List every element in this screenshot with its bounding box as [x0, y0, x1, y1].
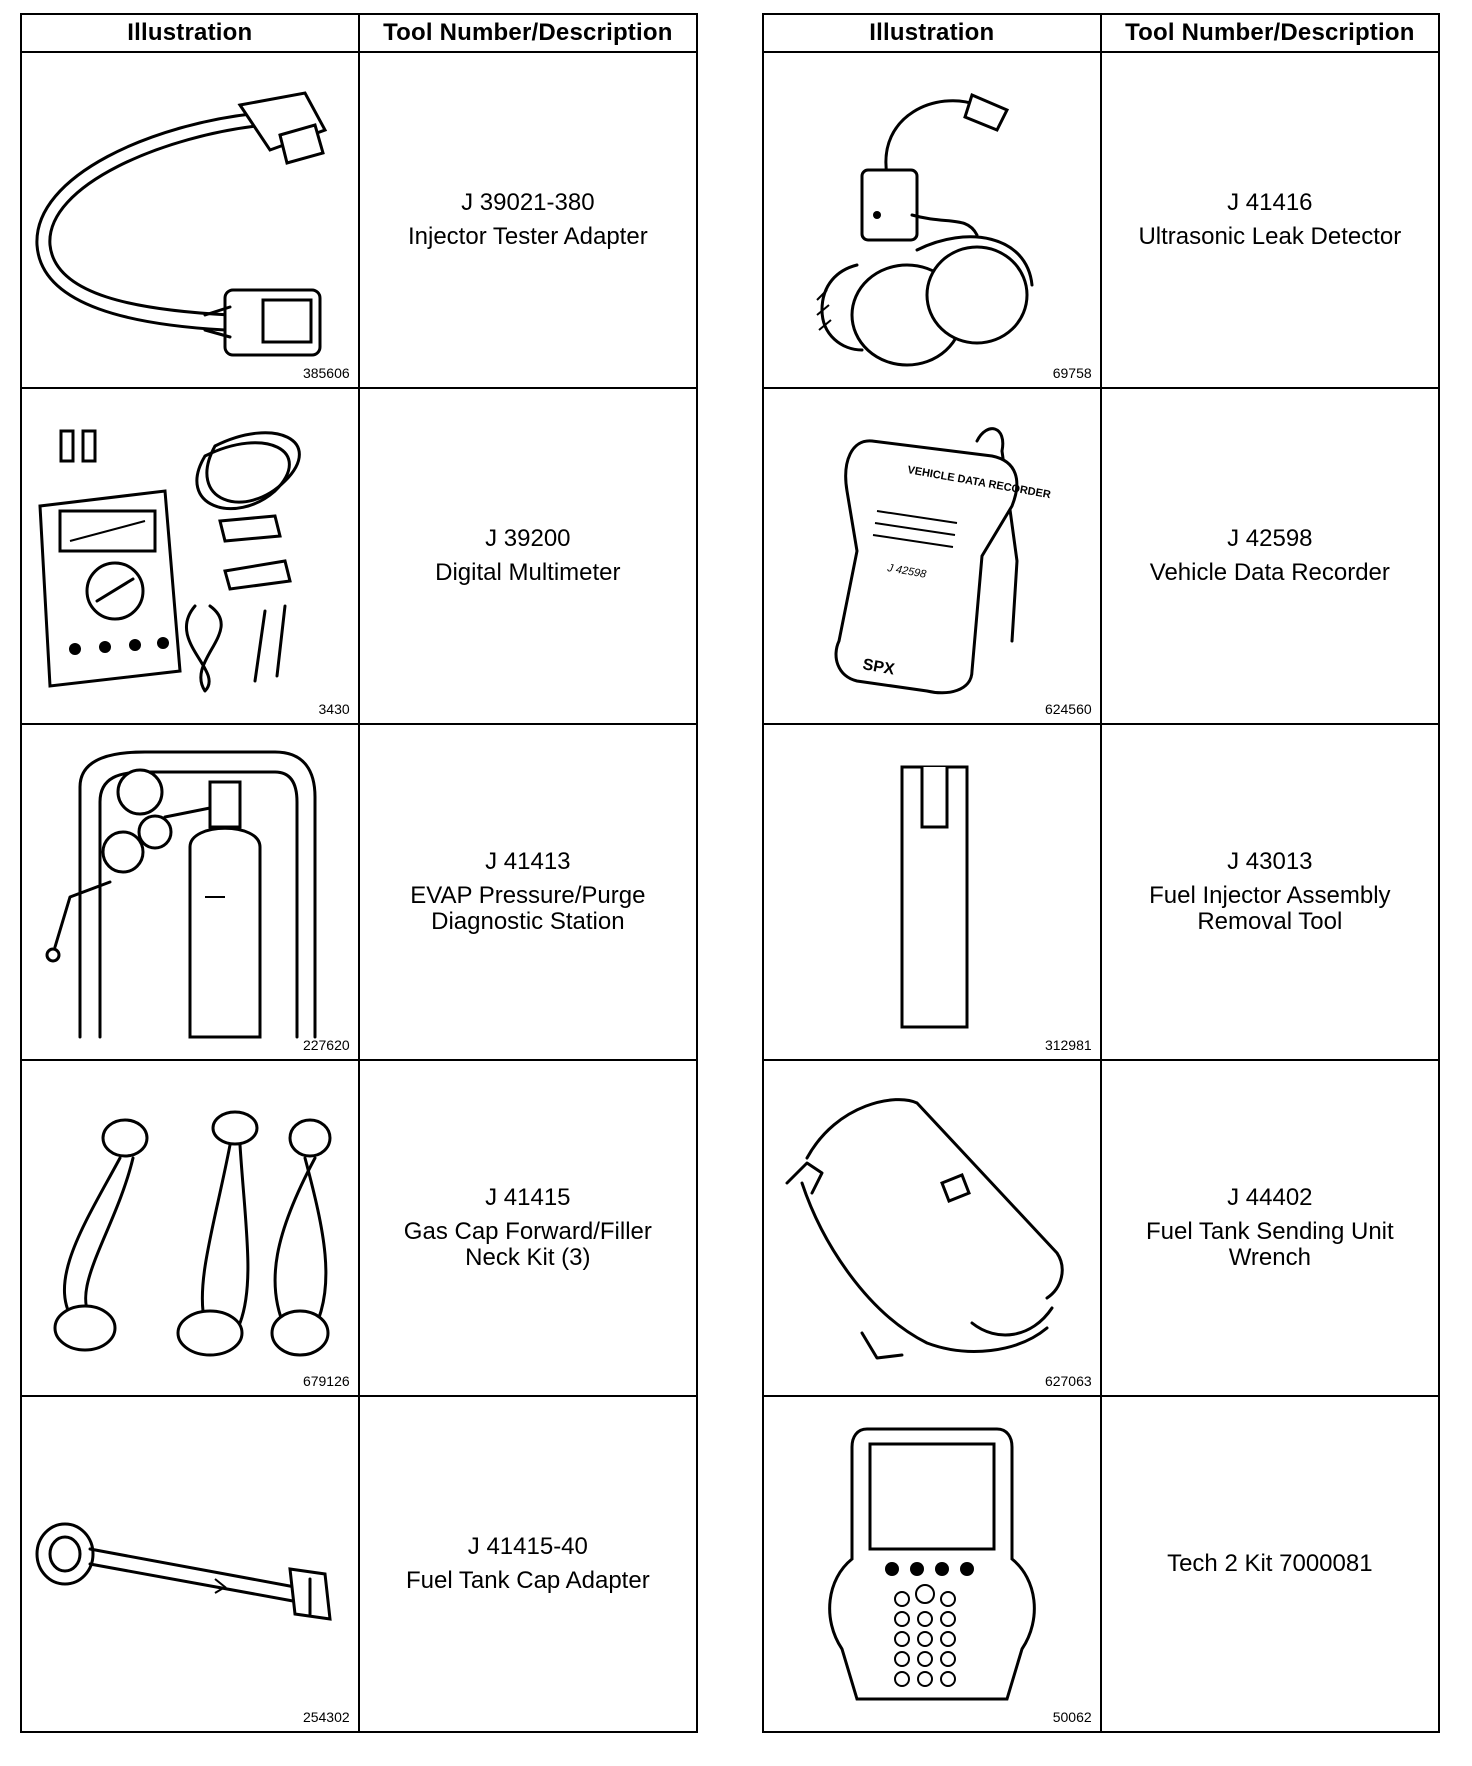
tool-name: Tech 2 Kit 7000081: [1167, 1550, 1373, 1577]
tool-number: J 41413: [485, 848, 571, 875]
tool-row: 254302 J 41415-40 Fuel Tank Cap Adapter: [20, 1395, 699, 1733]
injector-removal-tool-icon: [900, 765, 969, 1029]
figure-number: 3430: [318, 701, 350, 717]
tool-name: Injector Tester Adapter: [407, 223, 648, 250]
illustration-cell: 312981: [762, 723, 1102, 1061]
figure-number: 50062: [1052, 1709, 1092, 1725]
illustration-cell: 254302: [20, 1395, 360, 1733]
figure-number: 385606: [302, 365, 350, 381]
header-illustration: Illustration: [20, 13, 360, 53]
figure-number: 312981: [1044, 1037, 1092, 1053]
illustration-cell: 227620: [20, 723, 360, 1061]
gas-cap-kit-icon: [53, 1110, 332, 1357]
tool-name: Gas Cap Forward/Filler Neck Kit (3): [403, 1218, 652, 1271]
tool-row: 50062 Tech 2 Kit 7000081: [762, 1395, 1441, 1733]
tool-name: Fuel Injector Assembly Removal Tool: [1149, 882, 1391, 935]
tool-number: J 41415-40: [467, 1533, 588, 1560]
fuel-tank-cap-adapter-icon: [35, 1522, 332, 1621]
description-cell: Tech 2 Kit 7000081: [1099, 1395, 1441, 1733]
tool-table-left: Illustration Tool Number/Description 385…: [20, 13, 699, 1733]
keypad: [893, 1584, 956, 1687]
illustration-cell: 50062: [762, 1395, 1102, 1733]
illustration-cell: 627063: [762, 1059, 1102, 1397]
header-row: Illustration Tool Number/Description: [20, 13, 699, 53]
tool-table-right: Illustration Tool Number/Description: [762, 13, 1441, 1733]
figure-number: 627063: [1044, 1373, 1092, 1389]
figure-number: 69758: [1052, 365, 1092, 381]
tool-name: Vehicle Data Recorder: [1149, 559, 1390, 586]
tool-name: Fuel Tank Cap Adapter: [405, 1567, 650, 1594]
tool-number: J 39021-380: [461, 189, 595, 216]
tool-row: 385606 J 39021-380 Injector Tester Adapt…: [20, 51, 699, 389]
figure-number: 624560: [1044, 701, 1092, 717]
tool-name: EVAP Pressure/Purge Diagnostic Station: [410, 882, 646, 935]
header-row: Illustration Tool Number/Description: [762, 13, 1441, 53]
description-cell: J 39200 Digital Multimeter: [357, 387, 699, 725]
ultrasonic-leak-detector-icon: [816, 92, 1034, 367]
tool-number: J 44402: [1227, 1184, 1313, 1211]
digital-multimeter-icon: [38, 429, 301, 693]
header-illustration: Illustration: [762, 13, 1102, 53]
description-cell: J 41415-40 Fuel Tank Cap Adapter: [357, 1395, 699, 1733]
header-description: Tool Number/Description: [357, 13, 699, 53]
tool-row: 227620 J 41413 EVAP Pressure/Purge Diagn…: [20, 723, 699, 1061]
header-description: Tool Number/Description: [1099, 13, 1441, 53]
sending-unit-wrench-icon: [785, 1098, 1064, 1360]
figure-number: 227620: [302, 1037, 350, 1053]
tool-number: J 43013: [1227, 848, 1313, 875]
vdr-brand-label: SPX: [861, 656, 896, 678]
illustration-cell: 385606: [20, 51, 360, 389]
tool-row: 679126 J 41415 Gas Cap Forward/Filler Ne…: [20, 1059, 699, 1397]
figure-number: 254302: [302, 1709, 350, 1725]
description-cell: J 39021-380 Injector Tester Adapter: [357, 51, 699, 389]
description-cell: J 42598 Vehicle Data Recorder: [1099, 387, 1441, 725]
tool-name: Digital Multimeter: [435, 559, 621, 586]
description-cell: J 41415 Gas Cap Forward/Filler Neck Kit …: [357, 1059, 699, 1397]
tool-number: J 42598: [1227, 525, 1313, 552]
description-cell: J 43013 Fuel Injector Assembly Removal T…: [1099, 723, 1441, 1061]
tool-row: 627063 J 44402 Fuel Tank Sending Unit Wr…: [762, 1059, 1441, 1397]
illustration-cell: 679126: [20, 1059, 360, 1397]
tool-row: 69758 J 41416 Ultrasonic Leak Detector: [762, 51, 1441, 389]
evap-station-icon: [45, 750, 317, 1039]
illustration-cell: VEHICLE DATA RECORDER J 42598 SPX 624560: [762, 387, 1102, 725]
tool-row: 3430 J 39200 Digital Multimeter: [20, 387, 699, 725]
tool-number: J 39200: [485, 525, 571, 552]
tool-row: VEHICLE DATA RECORDER J 42598 SPX 624560…: [762, 387, 1441, 725]
illustration-cell: 3430: [20, 387, 360, 725]
vehicle-data-recorder-icon: VEHICLE DATA RECORDER J 42598 SPX: [834, 427, 1051, 695]
illustration-cell: 69758: [762, 51, 1102, 389]
injector-tester-adapter-icon: [35, 91, 327, 357]
description-cell: J 44402 Fuel Tank Sending Unit Wrench: [1099, 1059, 1441, 1397]
description-cell: J 41413 EVAP Pressure/Purge Diagnostic S…: [357, 723, 699, 1061]
tool-row: 312981 J 43013 Fuel Injector Assembly Re…: [762, 723, 1441, 1061]
figure-number: 679126: [302, 1373, 350, 1389]
tech2-scan-tool-icon: [828, 1427, 1036, 1701]
tool-name: Fuel Tank Sending Unit Wrench: [1145, 1218, 1394, 1271]
tool-name: Ultrasonic Leak Detector: [1138, 223, 1402, 250]
tool-number: J 41416: [1227, 189, 1313, 216]
tool-number: J 41415: [485, 1184, 571, 1211]
description-cell: J 41416 Ultrasonic Leak Detector: [1099, 51, 1441, 389]
